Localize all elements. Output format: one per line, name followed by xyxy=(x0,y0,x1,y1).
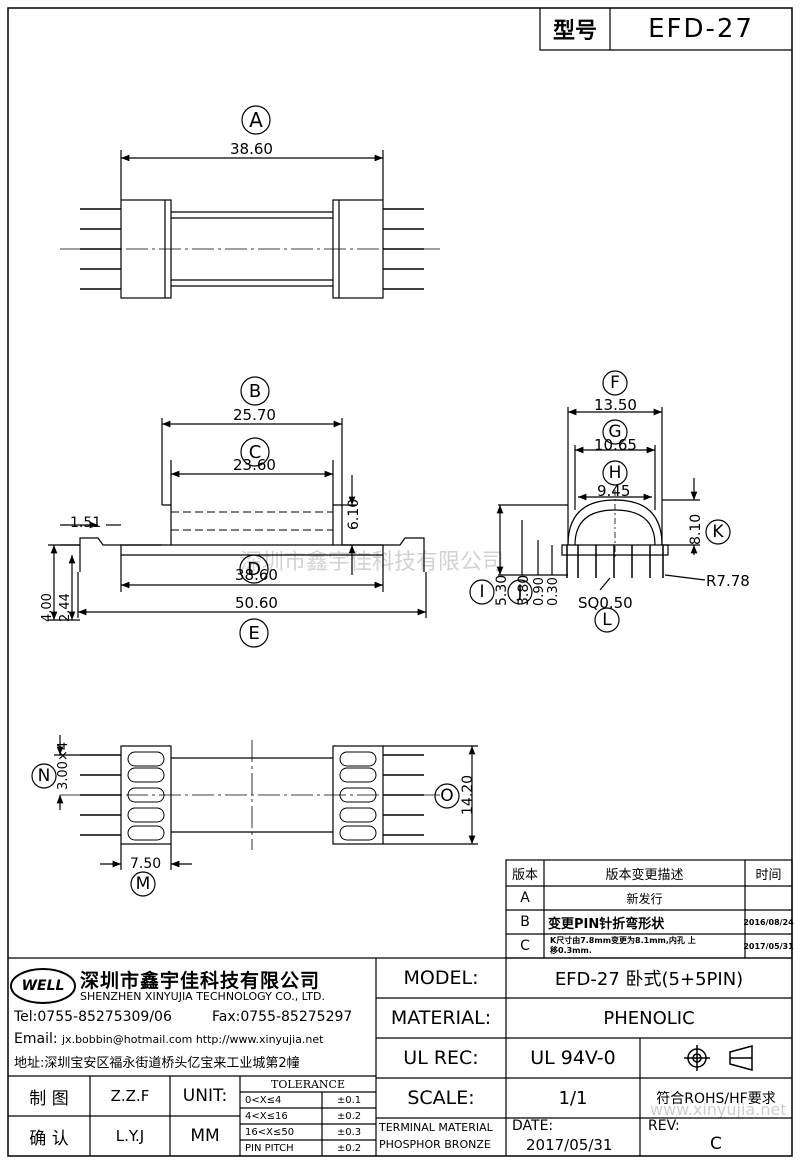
callout-k: K xyxy=(712,522,724,542)
callout-i: I xyxy=(479,582,485,602)
company-email-label: Email: xyxy=(14,1031,58,1047)
title-block-lines xyxy=(8,957,792,1156)
tolerance-value: ±0.1 xyxy=(336,1094,362,1106)
callout-d: D xyxy=(247,558,261,580)
callout-b: B xyxy=(248,380,262,402)
tolerance-range: PIN PITCH xyxy=(245,1142,294,1154)
watermark-url: www.xinyujia.net xyxy=(650,1100,787,1119)
unit-value: MM xyxy=(190,1126,220,1146)
crosshair-icon xyxy=(684,1045,710,1071)
rev-row-ver: C xyxy=(520,938,530,954)
dim-1-51: 1.51 xyxy=(70,515,102,531)
dim-2-44: 2.44 xyxy=(58,593,73,622)
top-view xyxy=(60,105,440,299)
rev-row-time xyxy=(745,886,792,910)
ulrec-value: UL 94V-0 xyxy=(530,1047,616,1069)
material-value: PHENOLIC xyxy=(603,1007,695,1029)
dim-r7-78: R7.78 xyxy=(706,572,750,590)
dim-sq-0-50: SQ0.50 xyxy=(578,594,633,612)
dim-13-50: 13.50 xyxy=(594,396,637,414)
rev-row-ver: A xyxy=(520,890,530,906)
rev-row-desc: K尺寸由7.8mm变更为8.1mm,内孔 上移0.3mm. xyxy=(550,936,696,955)
dim-10-65: 10.65 xyxy=(594,436,637,454)
company-name-en: SHENZHEN XINYUJIA TECHNOLOGY CO., LTD. xyxy=(80,990,325,1003)
dim-23-60: 23.60 xyxy=(233,456,276,474)
side-view xyxy=(48,376,427,648)
ulrec-label: UL REC: xyxy=(403,1047,479,1069)
tolerance-title: TOLERANCE xyxy=(271,1077,345,1091)
dim-38-60-side: 38.60 xyxy=(235,566,278,584)
watermark-company: 深圳市鑫宇佳科技有限公司 xyxy=(240,550,505,575)
rev-row-time: 2017/05/31 xyxy=(743,941,794,951)
model-value: EFD-27 卧式(5+5PIN) xyxy=(554,969,744,990)
header-model-value: EFD-27 xyxy=(648,14,754,44)
unit-label: UNIT: xyxy=(182,1086,228,1106)
projection-icon xyxy=(729,1045,753,1071)
callout-g: G xyxy=(608,422,622,442)
dim-14-20: 14.20 xyxy=(460,774,476,815)
callout-l: L xyxy=(602,610,612,630)
draw-value: Z.Z.F xyxy=(110,1087,150,1105)
company-name-cn: 深圳市鑫宇佳科技有限公司 xyxy=(80,970,321,992)
scale-value: 1/1 xyxy=(558,1087,588,1109)
rev-header-desc: 版本变更描述 xyxy=(605,867,684,883)
rev-header-time: 时间 xyxy=(755,867,782,883)
rev-row-desc: 新发行 xyxy=(626,891,663,906)
callout-j: J xyxy=(517,582,523,602)
callout-e: E xyxy=(248,622,260,644)
date-label: DATE: xyxy=(512,1118,554,1134)
material-label: MATERIAL: xyxy=(390,1007,492,1029)
tolerance-value: ±0.2 xyxy=(336,1142,362,1154)
company-address: 地址:深圳宝安区福永街道桥头亿宝来工业城第2幢 xyxy=(14,1056,300,1071)
draw-label: 制 图 xyxy=(29,1088,69,1109)
dim-38-60-top: 38.60 xyxy=(230,140,273,158)
rev-value: C xyxy=(710,1134,722,1154)
model-label: MODEL: xyxy=(403,967,479,989)
company-tel: Tel:0755-85275309/06 xyxy=(14,1009,172,1025)
dim-6-10: 6.10 xyxy=(346,498,362,530)
dim-8-10: 8.10 xyxy=(688,513,704,545)
date-value: 2017/05/31 xyxy=(526,1136,613,1154)
dim-9-45: 9.45 xyxy=(597,482,631,500)
callout-n: N xyxy=(37,766,51,786)
callout-o: O xyxy=(440,786,454,806)
company-fax: Fax:0755-85275297 xyxy=(212,1009,353,1025)
rev-label: REV: xyxy=(648,1118,680,1134)
rev-row-time: 2016/08/24 xyxy=(743,917,794,927)
company-email: jx.bobbin@hotmail.com http://www.xinyuji… xyxy=(62,1033,324,1046)
callout-c: C xyxy=(248,441,262,463)
tolerance-range: 0<X≤4 xyxy=(245,1094,282,1106)
dim-3-00x4: 3.00×4 xyxy=(56,741,71,790)
tolerance-value: ±0.2 xyxy=(336,1110,362,1122)
callout-a: A xyxy=(249,108,263,132)
end-view xyxy=(469,370,731,633)
tolerance-range: 4<X≤16 xyxy=(245,1110,288,1122)
tolerance-range: 16<X≤50 xyxy=(245,1126,295,1138)
rohs-note: 符合ROHS/HF要求 xyxy=(656,1091,776,1107)
logo-text: WELL xyxy=(21,978,65,994)
rev-header-ver: 版本 xyxy=(511,867,538,883)
header-model-label: 型号 xyxy=(552,19,597,44)
scale-label: SCALE: xyxy=(407,1087,475,1109)
terminal-value: PHOSPHOR BRONZE xyxy=(379,1138,491,1151)
terminal-label: TERMINAL MATERIAL xyxy=(379,1121,493,1134)
rev-row-ver: B xyxy=(520,914,530,930)
check-value: L.Y.J xyxy=(115,1127,145,1145)
dim-0-90: 0.90 xyxy=(532,577,547,606)
dim-50-60: 50.60 xyxy=(235,594,278,612)
dim-4-00: 4.00 xyxy=(40,593,55,622)
bottom-view xyxy=(31,735,478,897)
check-label: 确 认 xyxy=(29,1128,69,1149)
tolerance-value: ±0.3 xyxy=(336,1126,362,1138)
callout-h: H xyxy=(608,463,622,483)
callout-f: F xyxy=(610,373,620,393)
dim-25-70: 25.70 xyxy=(233,406,276,424)
rev-row-desc: 变更PIN针折弯形状 xyxy=(548,916,665,932)
callout-m: M xyxy=(135,874,151,894)
dim-7-50: 7.50 xyxy=(130,856,162,872)
dim-0-30: 0.30 xyxy=(546,577,561,606)
company-logo xyxy=(10,968,76,1004)
